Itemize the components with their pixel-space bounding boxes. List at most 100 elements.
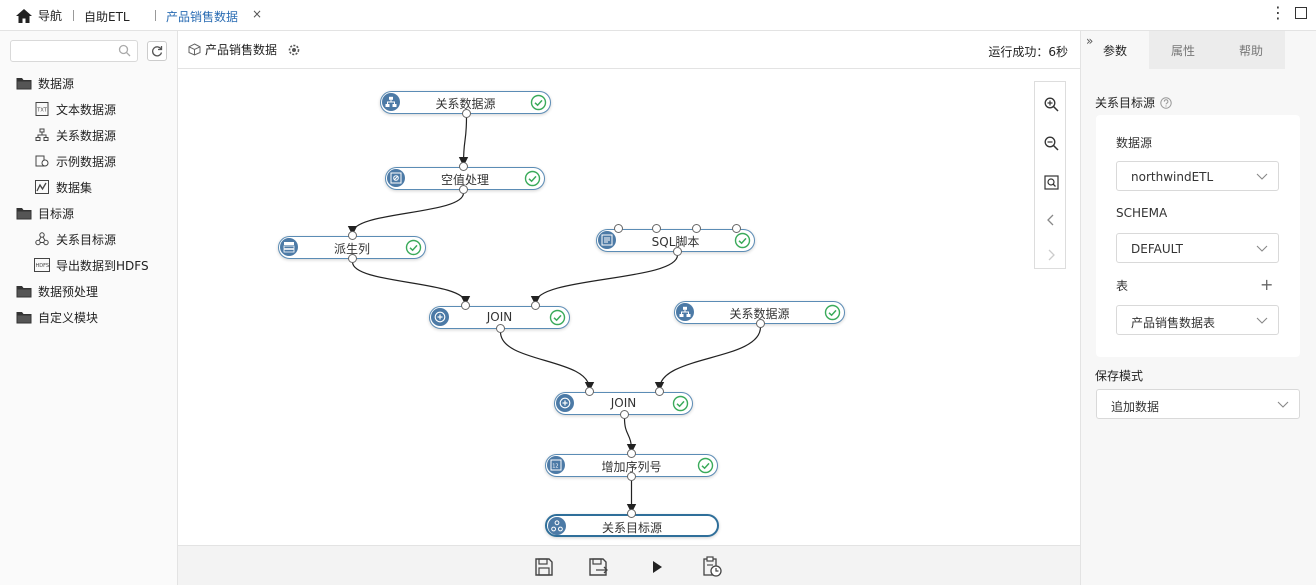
table-label: 表 [1116,279,1129,293]
tab-attributes[interactable]: 属性 [1149,31,1217,69]
schema-value: DEFAULT [1131,242,1183,256]
node-port[interactable] [462,109,471,118]
flow-node-label: JOIN [610,396,637,410]
flow-edge[interactable] [499,331,595,392]
relational-target-icon [548,517,566,535]
flow-edge[interactable] [347,192,465,236]
chevron-right-icon[interactable] [1043,247,1059,263]
hdfs-export-icon: HDFS [34,258,50,272]
tree-item-label: 文本数据源 [56,102,117,117]
flow-edge[interactable] [530,254,679,306]
node-port[interactable] [673,247,682,256]
nav-home-link[interactable]: 导航 [16,7,62,24]
save-as-icon[interactable] [588,556,610,578]
schema-select[interactable]: DEFAULT [1116,233,1279,263]
search-input[interactable] [15,43,115,59]
zoom-out-icon[interactable] [1043,135,1059,151]
node-port[interactable] [652,224,661,233]
tab-product-sales[interactable]: 产品销售数据 [166,10,239,24]
flow-edge[interactable] [458,116,469,167]
tree-item-4[interactable]: 数据集 [34,177,92,197]
tab-params[interactable]: 参数 [1081,31,1149,69]
search-icon[interactable] [118,44,131,57]
node-port[interactable] [627,449,636,458]
schedule-icon[interactable] [701,556,723,578]
save-mode-select[interactable]: 追加数据 [1096,389,1300,419]
tree-item-label: 自定义模块 [38,310,99,325]
canvas-header: 产品销售数据 运行成功：6秒 [178,31,1080,69]
flow-node[interactable]: 关系目标源 [545,514,719,537]
node-port[interactable] [348,231,357,240]
run-icon[interactable] [646,556,668,578]
settings-gear-icon[interactable] [287,43,301,57]
node-port[interactable] [459,185,468,194]
svg-text:12: 12 [552,464,558,470]
node-port[interactable] [692,224,701,233]
tree-item-0[interactable]: 数据源 [16,73,74,93]
relational-datasource-icon [34,128,50,142]
node-port[interactable] [459,162,468,171]
flow-node[interactable]: 关系数据源 [380,91,551,114]
help-circle-icon[interactable] [1160,96,1172,109]
zoom-in-icon[interactable] [1043,96,1059,112]
node-port[interactable] [496,324,505,333]
chevron-left-icon[interactable] [1043,212,1059,228]
node-port[interactable] [461,301,470,310]
flow-node[interactable]: 派生列 [278,236,426,259]
tree-item-3[interactable]: 示例数据源 [34,151,116,171]
tree-item-2[interactable]: 关系数据源 [34,125,116,145]
sql-script-icon [598,231,616,249]
save-mode-value: 追加数据 [1111,400,1160,414]
success-check-icon [524,170,541,190]
flow-node[interactable]: JOIN [429,306,570,329]
tab-close-button[interactable]: × [252,7,263,21]
table-select[interactable]: 产品销售数据表 [1116,305,1279,335]
tree-item-5[interactable]: 目标源 [16,203,74,223]
flow-edge[interactable] [623,417,637,454]
save-icon[interactable] [533,556,555,578]
divider [155,10,156,21]
flow-edge[interactable] [351,261,471,306]
add-table-icon[interactable]: + [1260,275,1274,294]
datasource-select[interactable]: northwindETL [1116,161,1279,191]
node-port[interactable] [348,254,357,263]
tree-item-8[interactable]: 数据预处理 [16,281,98,301]
node-port[interactable] [620,410,629,419]
datasource-label: 数据源 [1116,136,1153,150]
more-menu-icon[interactable]: ⋮ [1270,3,1286,22]
nav-etl-link[interactable]: 自助ETL [84,10,130,24]
chevron-down-icon [1256,317,1268,324]
flow-node-label: SQL脚本 [651,235,700,249]
tree-item-9[interactable]: 自定义模块 [16,307,98,327]
node-port[interactable] [756,319,765,328]
success-check-icon [405,239,422,259]
flow-node-label: 关系目标源 [601,521,662,535]
run-status: 运行成功：6秒 [988,45,1068,59]
node-port[interactable] [732,224,741,233]
refresh-icon [152,46,163,57]
flow-edge[interactable] [654,326,762,392]
maximize-icon[interactable] [1295,7,1307,19]
node-port[interactable] [531,301,540,310]
null-handling-icon [387,169,405,187]
collapse-panel-icon[interactable]: » [1086,34,1094,48]
derived-column-icon [280,238,298,256]
node-port[interactable] [655,387,664,396]
node-port[interactable] [585,387,594,396]
refresh-button[interactable] [147,41,167,61]
divider [73,10,74,21]
node-port[interactable] [627,509,636,518]
search-box [10,40,138,62]
node-port[interactable] [627,472,636,481]
flow-node[interactable]: SQL脚本 [596,229,755,252]
node-port[interactable] [614,224,623,233]
success-check-icon [530,94,547,114]
fit-view-icon[interactable] [1043,174,1059,190]
table-value: 产品销售数据表 [1131,316,1216,330]
tab-help[interactable]: 帮助 [1217,31,1285,69]
tree-item-6[interactable]: 关系目标源 [34,229,116,249]
